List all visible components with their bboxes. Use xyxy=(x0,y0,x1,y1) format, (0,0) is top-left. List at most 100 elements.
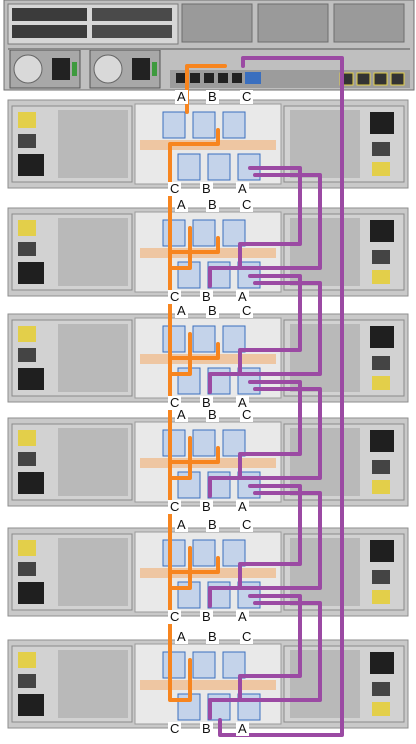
pcie-slot-cover xyxy=(257,3,329,43)
cable-orange xyxy=(168,556,220,702)
cable-purple xyxy=(208,491,322,608)
port xyxy=(232,73,242,83)
status-indicator xyxy=(18,348,36,362)
sas-port-icon xyxy=(162,539,186,567)
vga-port xyxy=(245,72,261,84)
pcie-slot-cover xyxy=(181,3,253,43)
status-indicator xyxy=(18,674,36,688)
port-label: A xyxy=(175,303,188,318)
port-label: A xyxy=(175,629,188,644)
led-icon xyxy=(372,162,390,176)
port xyxy=(176,73,186,83)
led-icon xyxy=(18,326,36,342)
sas-port-icon xyxy=(207,153,231,181)
status-indicator xyxy=(372,460,390,474)
port-label: B xyxy=(200,395,213,410)
sas-port-icon xyxy=(222,429,246,457)
sas-port-icon xyxy=(192,539,216,567)
led-icon xyxy=(372,376,390,390)
led-icon xyxy=(72,62,77,76)
led-icon xyxy=(18,652,36,668)
port-label: C xyxy=(168,289,182,304)
port-label: A xyxy=(236,721,249,736)
led-icon xyxy=(372,270,390,284)
power-inlet-icon xyxy=(370,220,394,242)
led-icon xyxy=(372,702,390,716)
port-label: B xyxy=(200,289,213,304)
drive-slot xyxy=(92,25,172,38)
port-label: A xyxy=(236,289,249,304)
fan-grille-icon xyxy=(58,218,128,286)
port-label: A xyxy=(236,181,249,196)
led-icon xyxy=(18,220,36,236)
cable-purple xyxy=(218,56,344,737)
led-icon xyxy=(152,62,157,76)
port-label: B xyxy=(206,197,219,212)
status-indicator xyxy=(18,242,36,256)
power-inlet-icon xyxy=(370,326,394,348)
cable-orange xyxy=(168,236,220,376)
port-label: B xyxy=(200,499,213,514)
drive-slot xyxy=(12,25,87,38)
port-label: A xyxy=(175,89,188,104)
sas-port-icon xyxy=(192,651,216,679)
cable-orange xyxy=(168,446,220,590)
power-inlet-icon xyxy=(370,652,394,674)
port xyxy=(218,73,228,83)
status-indicator xyxy=(372,250,390,264)
sas-port-icon xyxy=(162,219,186,247)
status-indicator xyxy=(372,356,390,370)
fan-grille-icon xyxy=(58,428,128,496)
cable-purple xyxy=(238,594,302,702)
power-inlet-icon xyxy=(370,430,394,452)
cable-purple xyxy=(208,601,322,720)
cable-orange xyxy=(168,128,220,270)
cable-purple xyxy=(238,166,302,270)
power-inlet-icon xyxy=(132,58,150,80)
cable-orange xyxy=(168,342,220,480)
port-label: C xyxy=(240,517,254,532)
fan-grille-icon xyxy=(58,538,128,606)
port xyxy=(190,73,200,83)
port-label: B xyxy=(206,407,219,422)
module-stripe xyxy=(140,680,276,690)
fan-grille-icon xyxy=(58,110,128,178)
sas-port-icon xyxy=(162,651,186,679)
port-label: C xyxy=(168,395,182,410)
port-label: B xyxy=(200,721,213,736)
power-inlet-icon xyxy=(18,694,44,716)
port-label: C xyxy=(240,629,254,644)
port-label: B xyxy=(206,89,219,104)
port-label: B xyxy=(200,609,213,624)
led-icon xyxy=(18,540,36,556)
led-icon xyxy=(18,112,36,128)
led-icon xyxy=(372,480,390,494)
sas-port-icon xyxy=(177,153,201,181)
power-inlet-icon xyxy=(18,154,44,176)
network-port xyxy=(390,72,405,86)
power-inlet-icon xyxy=(18,262,44,284)
sas-port-icon xyxy=(222,651,246,679)
led-icon xyxy=(18,430,36,446)
power-inlet-icon xyxy=(52,58,70,80)
cables xyxy=(168,56,344,737)
fan-grille-icon xyxy=(93,54,123,84)
port-label: C xyxy=(168,609,182,624)
port-label: C xyxy=(240,303,254,318)
divider xyxy=(8,48,410,50)
sas-port-icon xyxy=(162,325,186,353)
cable-purple xyxy=(208,173,322,288)
sas-port-icon xyxy=(162,111,186,139)
sas-port-icon xyxy=(192,325,216,353)
status-indicator xyxy=(372,142,390,156)
port-label: B xyxy=(206,303,219,318)
port-label: C xyxy=(168,181,182,196)
status-indicator xyxy=(372,682,390,696)
sas-port-icon xyxy=(192,111,216,139)
port-label: A xyxy=(236,499,249,514)
sas-port-icon xyxy=(222,111,246,139)
power-inlet-icon xyxy=(18,582,44,604)
fan-grille-icon xyxy=(13,54,43,84)
power-inlet-icon xyxy=(370,112,394,134)
sas-port-icon xyxy=(222,539,246,567)
